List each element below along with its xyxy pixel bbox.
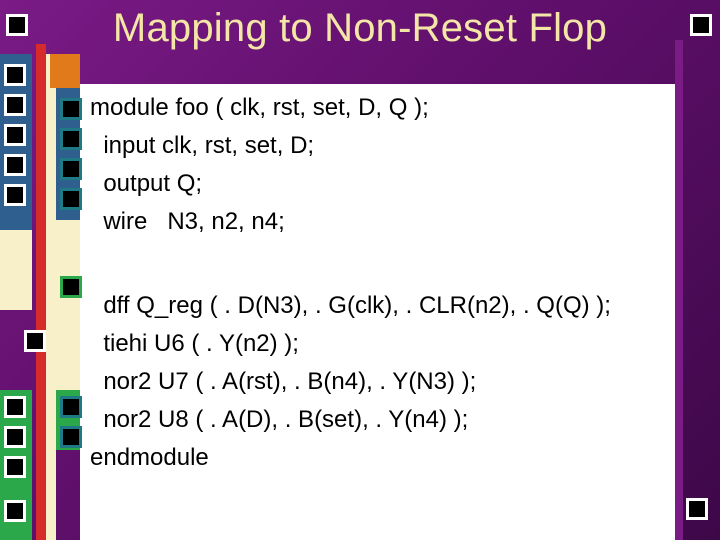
decor-square bbox=[60, 396, 82, 418]
decor-square bbox=[60, 426, 82, 448]
slide-title: Mapping to Non-Reset Flop bbox=[112, 6, 608, 50]
code-line: dff Q_reg ( . D(N3), . G(clk), . CLR(n2)… bbox=[90, 292, 611, 319]
decor-square bbox=[690, 14, 712, 36]
decor-square bbox=[60, 98, 82, 120]
code-line: endmodule bbox=[90, 444, 209, 471]
code-line: tiehi U6 ( . Y(n2) ); bbox=[90, 330, 299, 357]
decor-square bbox=[60, 158, 82, 180]
decor-square bbox=[6, 14, 28, 36]
decor-square bbox=[4, 124, 26, 146]
decor-strip-pale-2 bbox=[56, 220, 80, 390]
code-line: input clk, rst, set, D; bbox=[90, 132, 315, 159]
decor-square bbox=[60, 128, 82, 150]
code-line: nor2 U7 ( . A(rst), . B(n4), . Y(N3) ); bbox=[90, 368, 477, 395]
decor-strip-pale-narrow bbox=[46, 54, 56, 540]
decor-square bbox=[4, 456, 26, 478]
decor-square bbox=[4, 500, 26, 522]
code-line: output Q; bbox=[90, 170, 203, 197]
decor-strip-right bbox=[675, 40, 683, 540]
decor-strip-pale bbox=[0, 230, 32, 310]
decor-square bbox=[4, 154, 26, 176]
decor-strip-orange bbox=[50, 54, 80, 88]
decor-square bbox=[4, 184, 26, 206]
decor-square bbox=[4, 396, 26, 418]
decor-square bbox=[4, 94, 26, 116]
decor-square bbox=[24, 330, 46, 352]
code-line: nor2 U8 ( . A(D), . B(set), . Y(n4) ); bbox=[90, 406, 469, 433]
decor-square bbox=[60, 188, 82, 210]
decor-strip-red bbox=[36, 44, 46, 540]
decor-square bbox=[4, 426, 26, 448]
decor-square bbox=[686, 498, 708, 520]
decor-square bbox=[60, 276, 82, 298]
code-line: module foo ( clk, rst, set, D, Q ); bbox=[90, 94, 429, 121]
decor-square bbox=[4, 64, 26, 86]
content-panel bbox=[80, 84, 675, 540]
code-line: wire N3, n2, n4; bbox=[90, 208, 285, 235]
